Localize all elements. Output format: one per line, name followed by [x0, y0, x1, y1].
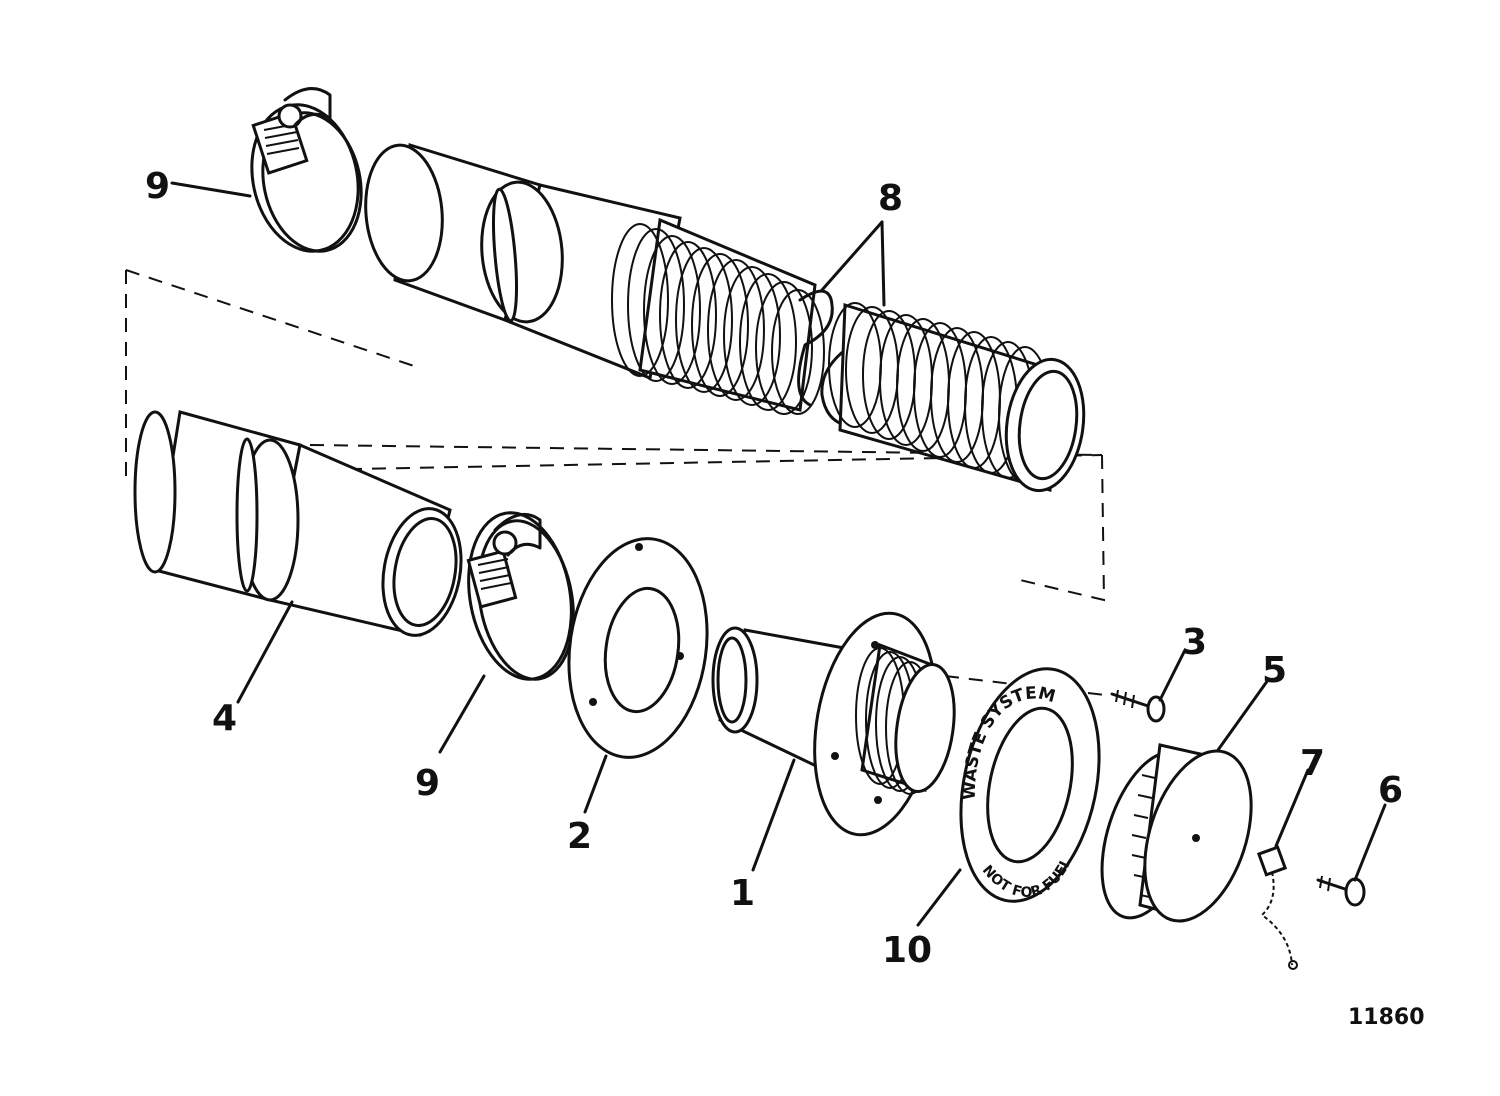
figure-number: 11860 — [1348, 1005, 1425, 1030]
callout-2: 2 — [567, 816, 592, 857]
deck-cap — [1100, 743, 1253, 923]
callout-8: 8 — [878, 178, 903, 219]
cap-screw — [1316, 875, 1366, 907]
callout-1: 1 — [730, 873, 755, 914]
callout-10: 10 — [882, 930, 932, 971]
leader-lines — [170, 181, 1387, 927]
screw — [1110, 689, 1166, 723]
callout-9-top: 9 — [145, 166, 170, 207]
waste-system-plaque: WASTE SYSTEM NOT FOR FUEL — [959, 667, 1101, 903]
callout-9-bottom: 9 — [415, 763, 440, 804]
callout-6: 6 — [1378, 770, 1403, 811]
callout-7: 7 — [1300, 743, 1325, 784]
pipe-adapter — [133, 410, 463, 637]
hose-clamp-top — [250, 87, 363, 253]
hose-clamp-bottom — [466, 511, 575, 681]
gasket — [567, 537, 709, 759]
callout-3: 3 — [1182, 622, 1207, 663]
callout-5: 5 — [1262, 650, 1287, 691]
deck-fitting — [711, 611, 956, 837]
hose-assembly — [364, 143, 1086, 493]
callout-4: 4 — [212, 698, 237, 739]
retainer-chain — [1256, 845, 1298, 970]
